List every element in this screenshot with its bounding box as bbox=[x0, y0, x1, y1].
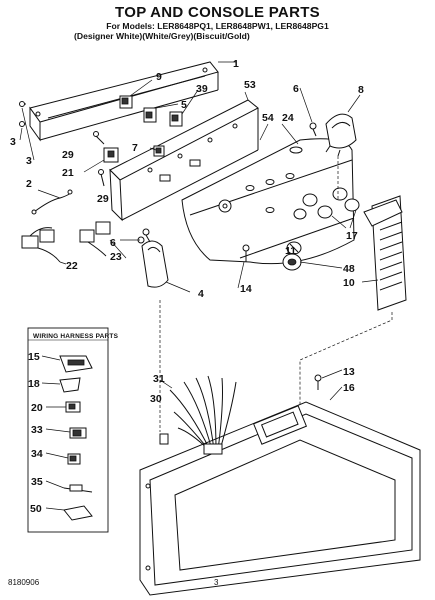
callout-16: 16 bbox=[343, 382, 355, 394]
callout-23: 23 bbox=[110, 251, 122, 263]
harness-part-23[interactable] bbox=[79, 221, 111, 257]
callout-5: 5 bbox=[181, 99, 187, 111]
wiring-harness-box bbox=[27, 327, 109, 533]
screw-part-14[interactable] bbox=[242, 244, 250, 262]
page-title: TOP AND CONSOLE PARTS bbox=[115, 4, 320, 21]
harness-part-34[interactable] bbox=[67, 453, 81, 465]
callout-39: 39 bbox=[196, 83, 208, 95]
callout-35: 35 bbox=[31, 476, 43, 488]
colors-line: (Designer White)(White/Grey)(Biscuit/Gol… bbox=[74, 31, 250, 41]
page-number: 3 bbox=[214, 578, 219, 587]
callout-11: 11 bbox=[285, 245, 296, 257]
switch-part-5[interactable] bbox=[143, 107, 157, 123]
callout-9: 9 bbox=[156, 71, 162, 83]
callout-15: 15 bbox=[28, 351, 40, 363]
control-knobs-part-17[interactable] bbox=[293, 187, 360, 220]
lint-screen-part-10[interactable] bbox=[363, 195, 407, 311]
screw-part-29[interactable] bbox=[93, 131, 105, 145]
callout-18: 18 bbox=[28, 378, 40, 390]
callout-17: 17 bbox=[346, 230, 358, 242]
harness-part-50[interactable] bbox=[63, 505, 93, 521]
callout-50: 50 bbox=[30, 503, 42, 515]
callout-14: 14 bbox=[240, 283, 252, 295]
callout-34: 34 bbox=[31, 448, 43, 460]
callout-21: 21 bbox=[62, 167, 74, 179]
callout-30: 30 bbox=[150, 393, 162, 405]
harness-part-18[interactable] bbox=[59, 377, 81, 393]
dryer-top-part-16[interactable] bbox=[139, 401, 421, 596]
callout-24: 24 bbox=[282, 112, 294, 124]
console-bracket-part-53[interactable] bbox=[109, 99, 259, 222]
callout-22: 22 bbox=[66, 260, 78, 272]
part-number: 8180906 bbox=[8, 578, 40, 587]
screw-part-29-lower[interactable] bbox=[98, 169, 105, 187]
wiring-harness-box-title: WIRING HARNESS PARTS bbox=[33, 333, 119, 340]
callout-13: 13 bbox=[343, 366, 355, 378]
harness-part-33[interactable] bbox=[69, 427, 87, 439]
harness-part-15[interactable] bbox=[59, 355, 93, 373]
callout-8: 8 bbox=[358, 84, 364, 96]
callout-48: 48 bbox=[343, 263, 355, 275]
callout-54: 54 bbox=[262, 112, 274, 124]
callout-2: 2 bbox=[26, 178, 32, 190]
end-cap-part-4[interactable] bbox=[141, 240, 169, 288]
screw-part-6-left[interactable] bbox=[142, 228, 151, 243]
end-cap-part-8[interactable] bbox=[325, 113, 357, 157]
callout-29b: 29 bbox=[97, 193, 109, 205]
callout-1: 1 bbox=[233, 58, 239, 70]
callout-10: 10 bbox=[343, 277, 355, 289]
switch-part-39[interactable] bbox=[169, 111, 183, 127]
callout-29a: 29 bbox=[62, 149, 74, 161]
screw-part-6-top[interactable] bbox=[309, 122, 317, 137]
harness-part-35[interactable] bbox=[63, 484, 93, 493]
callout-4: 4 bbox=[198, 288, 204, 300]
callout-6a: 6 bbox=[293, 83, 299, 95]
callout-3b: 3 bbox=[26, 155, 32, 167]
harness-part-20[interactable] bbox=[65, 401, 81, 413]
callout-33: 33 bbox=[31, 424, 43, 436]
console-part-24[interactable] bbox=[181, 138, 355, 265]
wire-part-2[interactable] bbox=[31, 189, 73, 215]
callout-31: 31 bbox=[153, 373, 165, 385]
callout-7: 7 bbox=[132, 142, 138, 154]
callout-3a: 3 bbox=[10, 136, 16, 148]
screw-part-13[interactable] bbox=[314, 374, 322, 390]
callout-53: 53 bbox=[244, 79, 256, 91]
wire-harness-part-31[interactable] bbox=[169, 375, 237, 455]
component-part-21[interactable] bbox=[103, 147, 119, 163]
models-line: For Models: LER8648PQ1, LER8648PW1, LER8… bbox=[106, 21, 329, 31]
switch-part-9[interactable] bbox=[119, 95, 133, 109]
clip-part-30[interactable] bbox=[159, 433, 169, 445]
screw-part-3[interactable] bbox=[19, 101, 27, 127]
harness-part-22[interactable] bbox=[21, 227, 61, 263]
callout-20: 20 bbox=[31, 402, 43, 414]
timer-part-7[interactable] bbox=[153, 145, 165, 157]
